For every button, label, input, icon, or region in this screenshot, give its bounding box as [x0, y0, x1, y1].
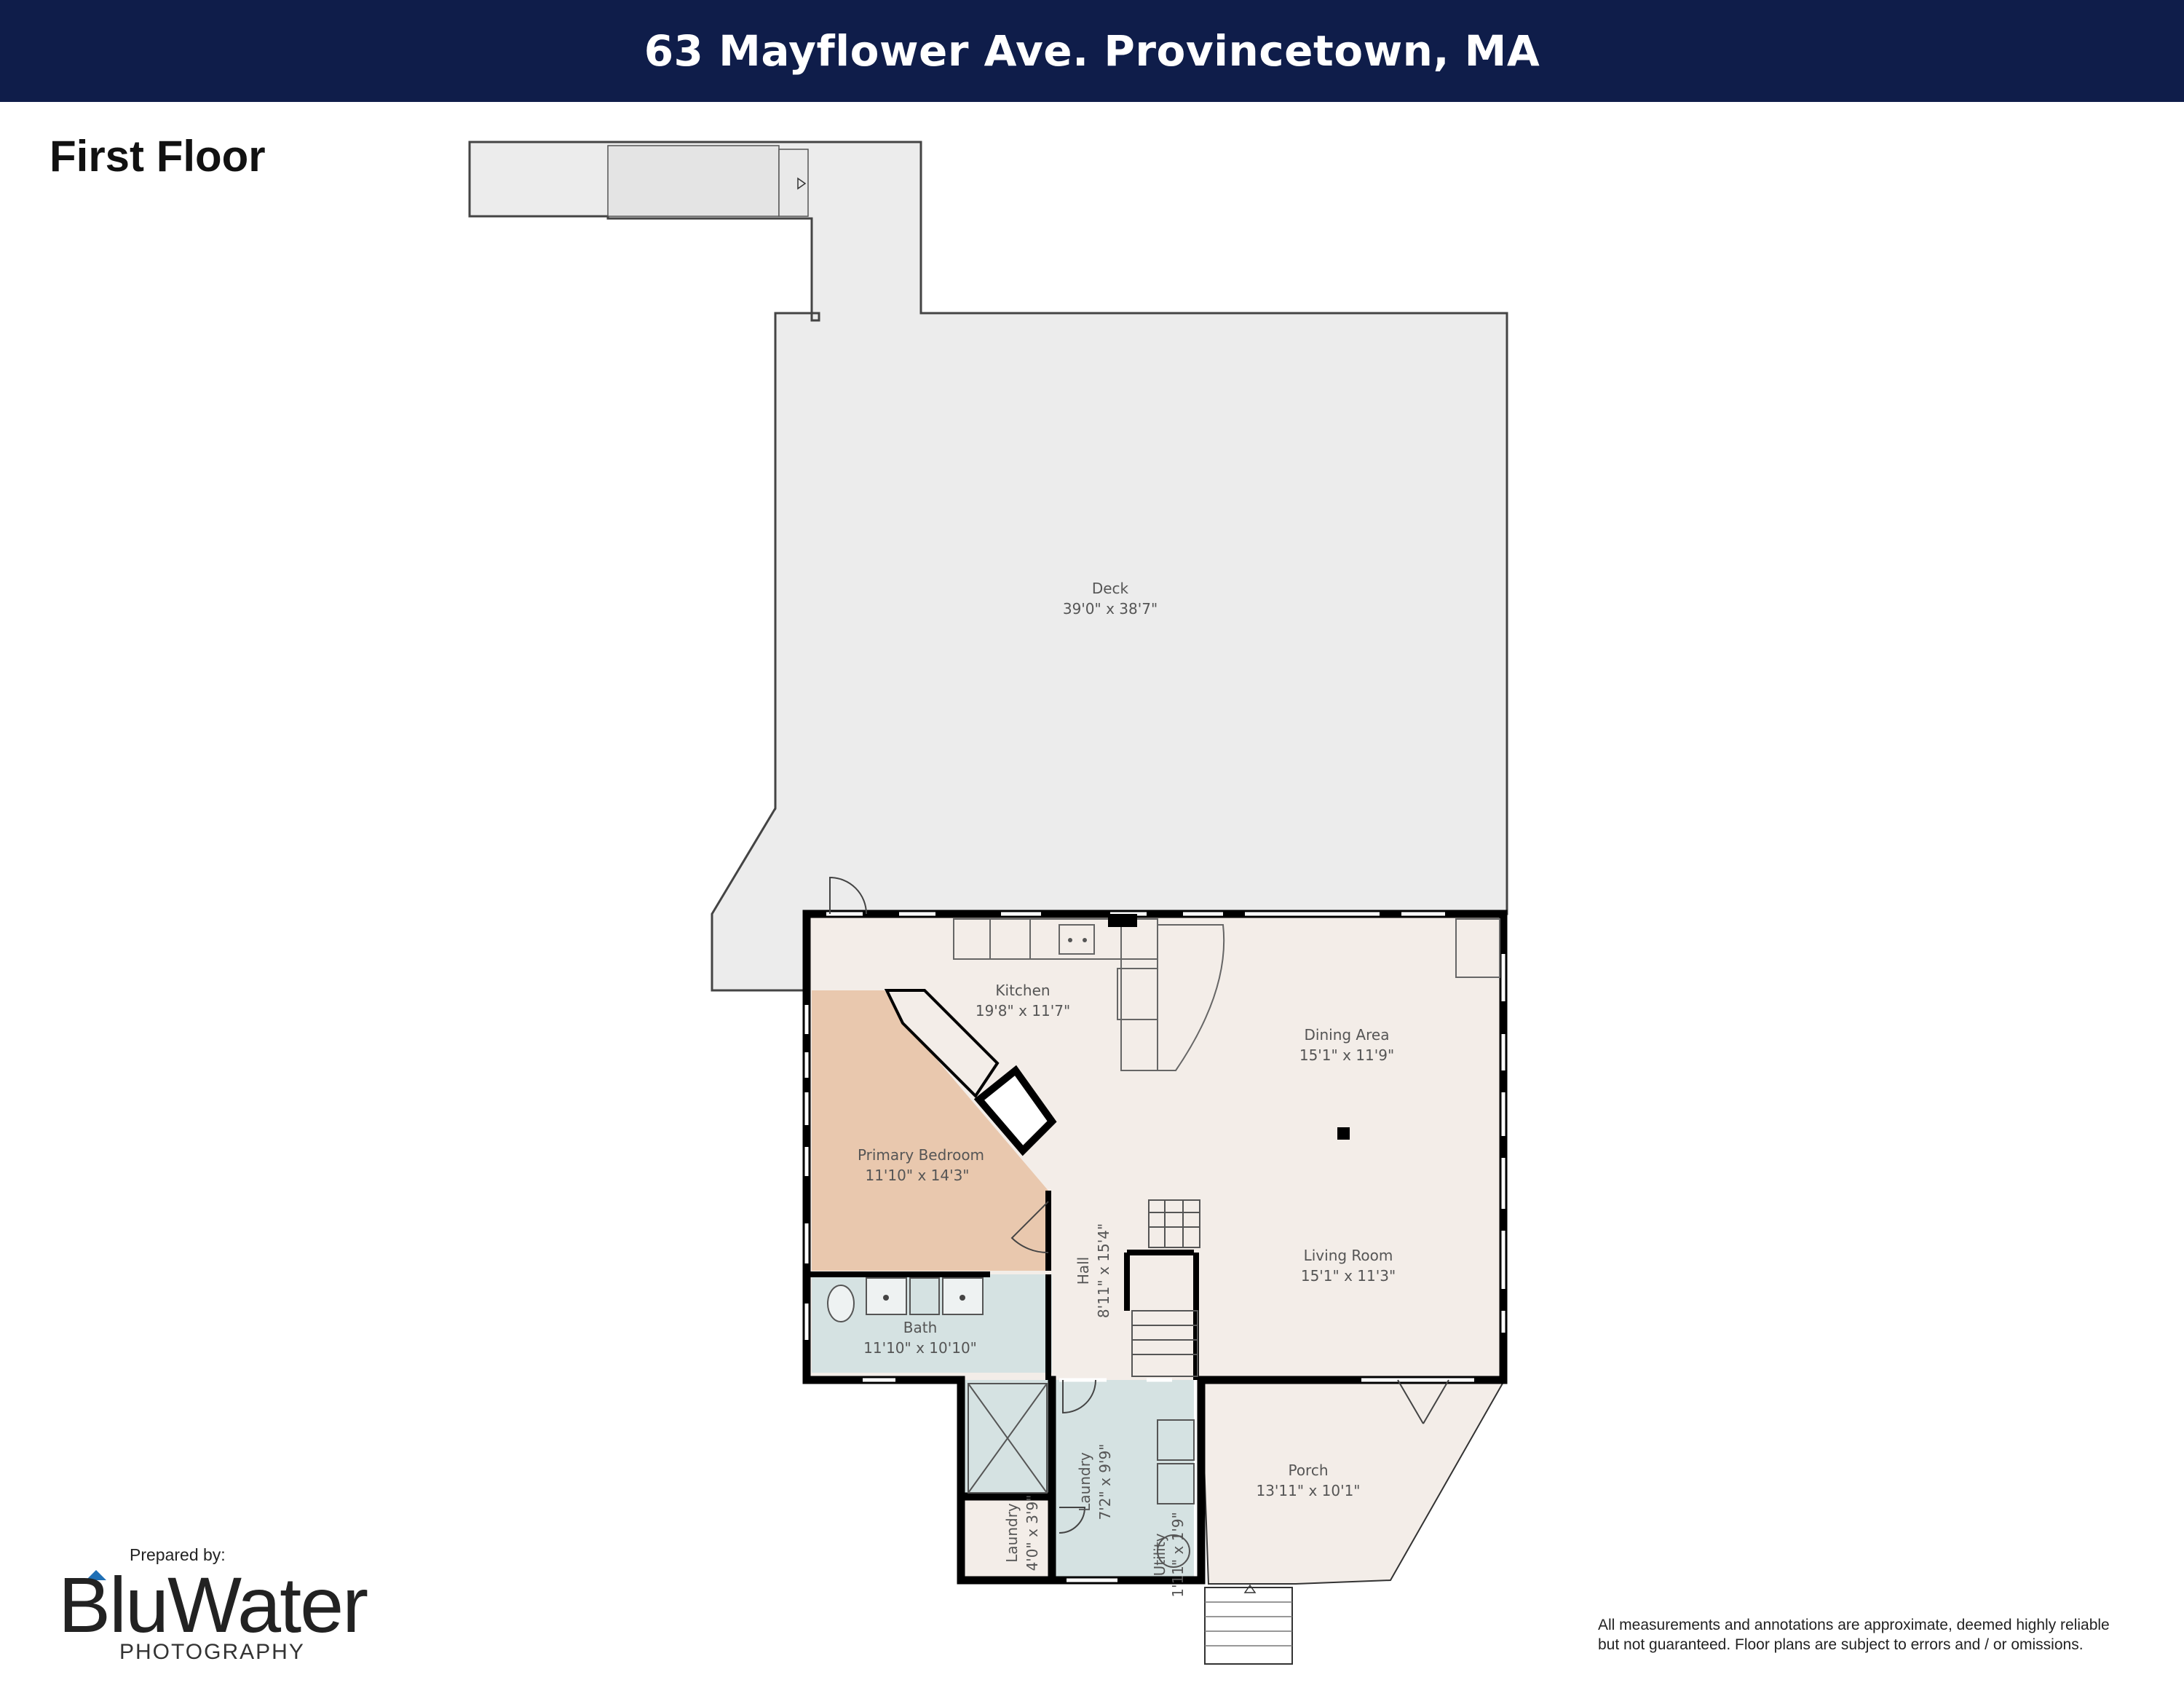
porch-dims: 13'11" x 10'1"	[1256, 1482, 1360, 1499]
kitchen-dims: 19'8" x 11'7"	[976, 1002, 1070, 1019]
small-laundry-dims: 4'0" x 3'9"	[1024, 1495, 1041, 1571]
primary-bedroom-floor	[812, 990, 1048, 1271]
bedroom-dims: 11'10" x 14'3"	[865, 1167, 969, 1184]
deck-label: Deck	[1092, 580, 1129, 597]
bath-label: Bath	[903, 1319, 938, 1336]
hall-label: Hall	[1075, 1257, 1092, 1285]
small-laundry-floor	[965, 1496, 1052, 1580]
logo-subtitle: PHOTOGRAPHY	[119, 1640, 305, 1664]
utility-dims: 1'11" x 1'9"	[1169, 1512, 1187, 1598]
property-address: 63 Mayflower Ave. Provincetown, MA	[644, 26, 1540, 76]
logo-roof-icon	[86, 1570, 106, 1580]
deck-dims: 39'0" x 38'7"	[1063, 600, 1158, 618]
logo-wordmark: BluWater	[58, 1561, 368, 1649]
deck-area	[468, 141, 1508, 992]
prepared-by-label: Prepared by:	[130, 1545, 226, 1564]
room-labels: Deck 39'0" x 38'7" Kitchen 19'8" x 11'7"…	[858, 580, 1396, 1499]
dining-dims: 15'1" x 11'9"	[1299, 1046, 1394, 1064]
living-dims: 15'1" x 11'3"	[1301, 1267, 1396, 1285]
kitchen-label: Kitchen	[995, 982, 1050, 999]
disclaimer-line-1: All measurements and annotations are app…	[1598, 1617, 2110, 1633]
porch-label: Porch	[1288, 1462, 1328, 1479]
hall-dims: 8'11" x 15'4"	[1095, 1223, 1112, 1318]
company-logo: BluWater PHOTOGRAPHY	[58, 1566, 368, 1668]
living-label: Living Room	[1304, 1247, 1393, 1264]
dining-label: Dining Area	[1305, 1026, 1390, 1044]
disclaimer: All measurements and annotations are app…	[1598, 1615, 2151, 1655]
header-bar: 63 Mayflower Ave. Provincetown, MA	[0, 0, 2184, 102]
porch-stairs	[1204, 1584, 1293, 1665]
disclaimer-line-2: but not guaranteed. Floor plans are subj…	[1598, 1636, 2084, 1653]
floor-title: First Floor	[50, 132, 266, 181]
bath-dims: 11'10" x 10'10"	[863, 1339, 977, 1357]
utility-label: Utility	[1151, 1533, 1168, 1576]
bath-floor	[812, 1274, 1052, 1373]
laundry-dims: 7'2" x 9'9"	[1096, 1444, 1114, 1521]
bedroom-label: Primary Bedroom	[858, 1146, 984, 1164]
laundry-label: Laundry	[1076, 1452, 1093, 1512]
small-laundry-label: Laundry	[1003, 1503, 1021, 1563]
laundry-floor	[1056, 1380, 1194, 1580]
